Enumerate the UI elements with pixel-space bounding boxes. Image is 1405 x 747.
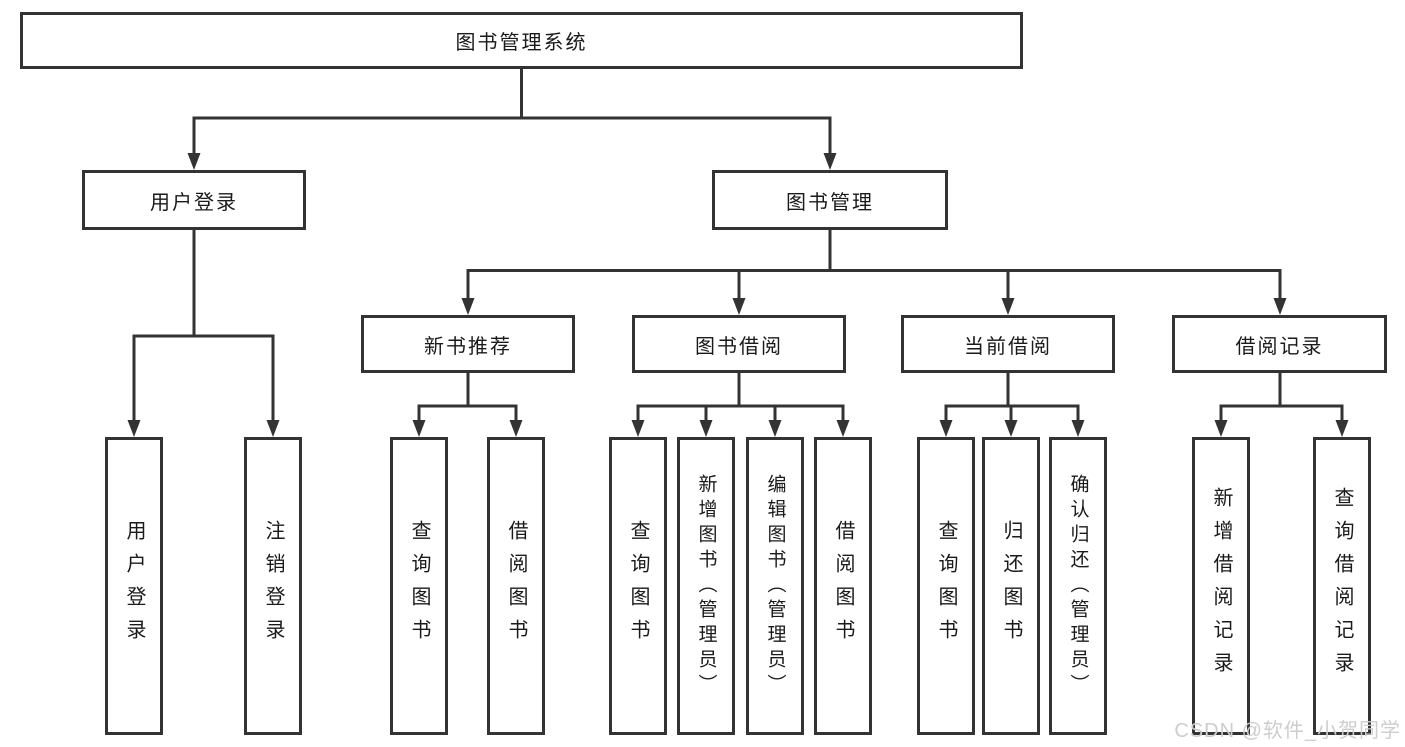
leaf-borrow-query: 查询图书: [609, 437, 667, 735]
node-current-borrow: 当前借阅: [901, 315, 1115, 373]
leaf-records-add: 新增借阅记录: [1192, 437, 1250, 735]
node-book-management-module: 图书管理: [712, 170, 948, 230]
node-borrow-records: 借阅记录: [1172, 315, 1387, 373]
leaf-records-query: 查询借阅记录: [1313, 437, 1371, 735]
leaf-borrow-book: 借阅图书: [814, 437, 872, 735]
node-root-system: 图书管理系统: [20, 12, 1023, 69]
leaf-current-confirm-admin: 确认归还（管理员）: [1049, 437, 1107, 735]
leaf-user-login: 用户登录: [105, 437, 163, 735]
node-user-login-module: 用户登录: [82, 170, 306, 230]
leaf-borrow-add-admin: 新增图书（管理员）: [677, 437, 735, 735]
leaf-current-return: 归还图书: [982, 437, 1040, 735]
leaf-current-query: 查询图书: [917, 437, 975, 735]
node-book-borrow: 图书借阅: [632, 315, 846, 373]
node-new-book-recommend: 新书推荐: [361, 315, 575, 373]
leaf-newbook-borrow: 借阅图书: [487, 437, 545, 735]
csdn-watermark: CSDN @软件_小贺同学: [1174, 720, 1401, 742]
leaf-newbook-query: 查询图书: [390, 437, 448, 735]
leaf-borrow-edit-admin: 编辑图书（管理员）: [746, 437, 804, 735]
arrow-down-icons: [127, 153, 1349, 437]
leaf-logout: 注销登录: [244, 437, 302, 735]
